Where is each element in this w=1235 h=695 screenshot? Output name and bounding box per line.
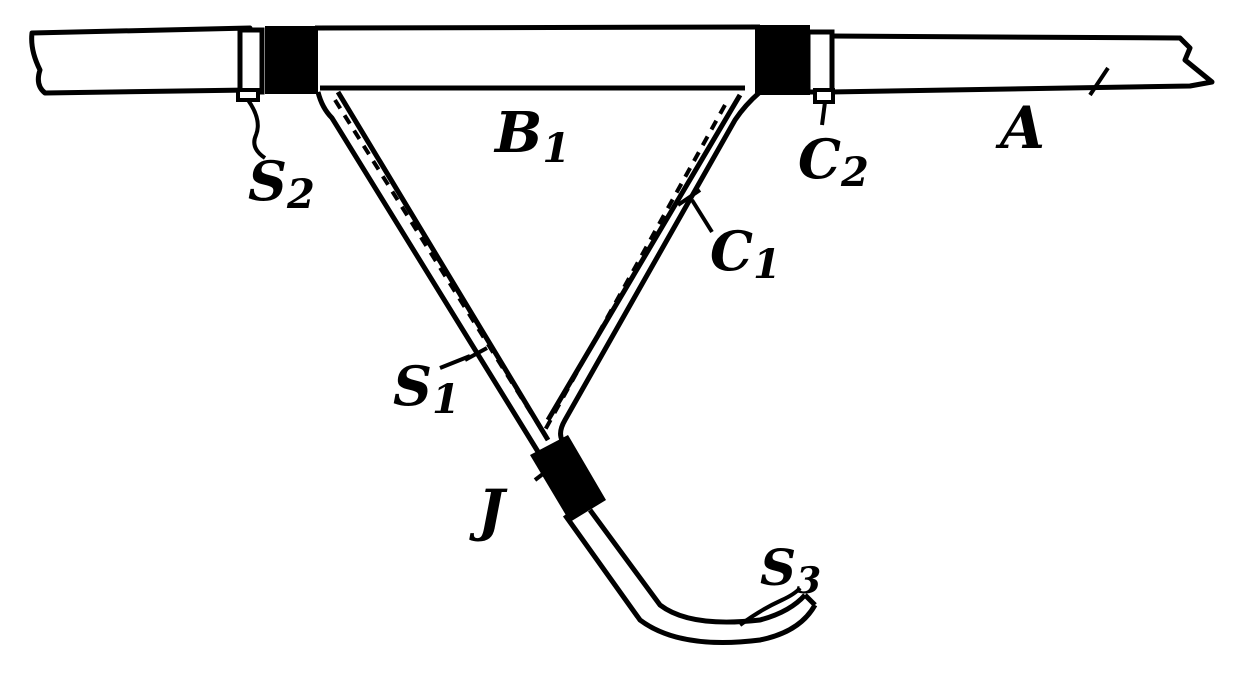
right-collar: [805, 29, 835, 95]
leader-C2: [820, 101, 827, 126]
main-tube-middle: [314, 24, 761, 91]
dashed-right: [543, 104, 727, 431]
main-tube-left: [29, 25, 253, 96]
tick-A: [1088, 66, 1110, 97]
label-A: A: [995, 94, 1045, 162]
label-B1: B1: [493, 100, 570, 172]
hook-end: [803, 593, 817, 607]
label-C1: C1: [710, 219, 781, 288]
leader-C1: [690, 198, 714, 234]
tick-J: [533, 468, 550, 482]
label-S2: S2: [248, 149, 315, 218]
left-tab: [236, 88, 260, 102]
left-joint: [265, 26, 318, 94]
tick-C1: [676, 188, 702, 207]
right-branch-tube: [545, 90, 762, 442]
label-S3: S3: [760, 538, 821, 602]
leader-S1: [439, 354, 471, 370]
right-joint: [755, 25, 810, 95]
leader-S3: [738, 586, 802, 627]
label-S1: S1: [393, 354, 460, 423]
leader-S2: [246, 98, 267, 160]
label-C2: C2: [798, 127, 869, 196]
main-tube-right: [829, 33, 1215, 95]
joint-block: [530, 435, 606, 522]
hook-tube-outer: [562, 513, 818, 645]
label-J: J: [469, 478, 508, 544]
left-collar: [237, 27, 265, 95]
right-tab: [813, 88, 835, 104]
dashed-left: [333, 98, 550, 442]
